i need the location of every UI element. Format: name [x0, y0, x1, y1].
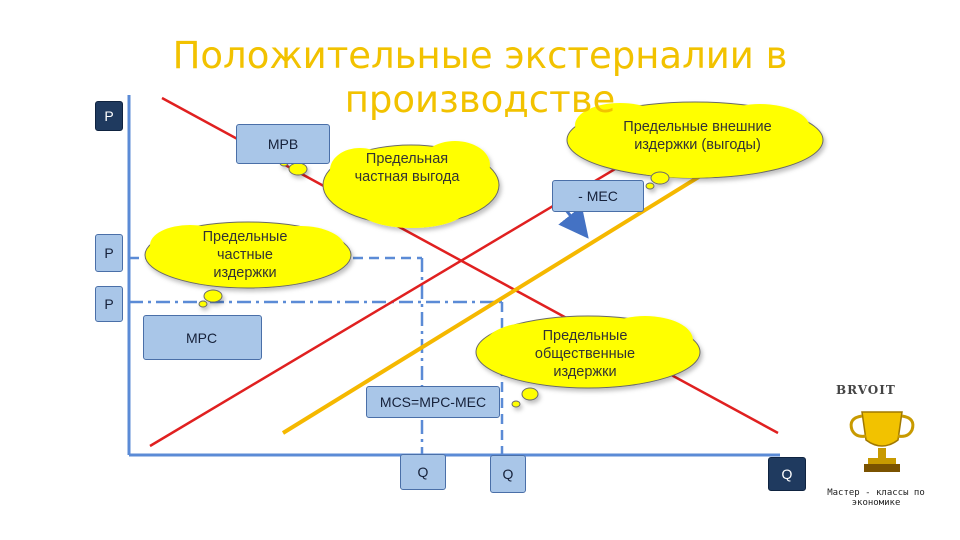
label-mcs: MCS=MPC-MEC: [366, 386, 500, 418]
label-mec: - MEC: [552, 180, 644, 212]
cloud-private-benefit: [279, 141, 500, 228]
label-p-mid: P: [95, 234, 123, 272]
cloud-private-costs: [144, 221, 352, 308]
label-q2: Q: [490, 455, 526, 493]
label-q-axis: Q: [768, 457, 806, 491]
label-mpb: MPB: [236, 124, 330, 164]
callout-external-costs: Предельные внешние издержки (выгоды): [623, 119, 772, 153]
brand-caption: Мастер - классы по экономике: [827, 488, 925, 508]
callout-private-costs: Предельные частные издержки: [202, 229, 288, 281]
label-p-top: P: [95, 101, 123, 131]
supply-line-mcs: [281, 168, 712, 435]
label-mpc: MPC: [143, 315, 262, 360]
callout-private-benefit: Предельная частная выгода: [354, 151, 460, 185]
brand-logo: BRVOIT: [836, 383, 896, 397]
label-q1: Q: [400, 454, 446, 490]
callout-social-costs: Предельные общественные издержки: [534, 328, 636, 380]
trophy-icon: [849, 411, 915, 472]
cloud-external-costs: [566, 101, 824, 190]
label-p-low: P: [95, 286, 123, 322]
cloud-social-costs: [475, 315, 701, 408]
page-title: Положительные экстерналии в производстве: [172, 34, 788, 121]
